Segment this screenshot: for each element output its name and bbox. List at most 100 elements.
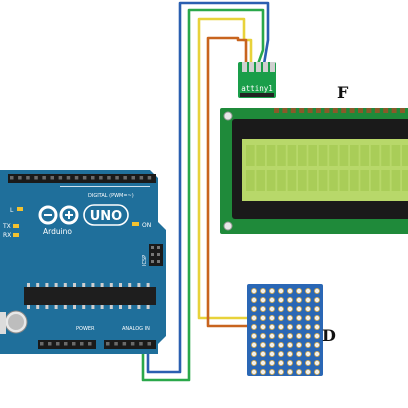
chip-pin <box>91 283 95 287</box>
lcd-char-cell <box>277 145 286 166</box>
power-pin <box>40 342 44 346</box>
chip-pin <box>63 283 67 287</box>
protoboard-hole <box>250 350 257 357</box>
wires <box>141 1 270 382</box>
lcd-char-cell <box>246 170 255 191</box>
lcd-letter: F <box>337 83 349 102</box>
power-header-label: POWER <box>76 326 95 332</box>
chip-pin <box>27 283 30 287</box>
lcd-char-cell <box>318 170 328 191</box>
protoboard-hole <box>313 287 320 294</box>
lcd-pin <box>307 108 313 113</box>
chip-pin <box>54 283 58 287</box>
atmega-chip <box>24 287 156 305</box>
analog-header <box>104 340 156 349</box>
lcd-char-cell <box>370 145 380 166</box>
protoboard-hole <box>268 305 275 312</box>
lcd-character-grid <box>246 145 408 191</box>
arduino-logo-icon <box>38 205 79 225</box>
protoboard-hole <box>286 296 293 303</box>
led-tx-label: TX <box>2 223 11 230</box>
chip-pin <box>137 305 141 309</box>
protoboard-hole <box>250 305 257 312</box>
protoboard-hole <box>295 350 302 357</box>
lcd-pin <box>290 108 296 113</box>
lcd-char-cell <box>287 145 297 166</box>
protoboard <box>247 284 323 376</box>
lcd-char-cell <box>350 145 359 166</box>
lcd-char-cell <box>360 145 369 166</box>
lcd-pin <box>282 108 288 113</box>
lcd-char-cell <box>381 170 390 191</box>
wire-orange <box>206 36 254 328</box>
lcd-pin <box>358 108 363 113</box>
lcd-char-cell <box>246 145 255 166</box>
lcd-char-cell <box>402 145 408 166</box>
protoboard-hole <box>313 341 320 348</box>
protoboard-hole <box>286 287 293 294</box>
protoboard-hole <box>286 341 293 348</box>
led-rx-label: RX <box>3 232 11 239</box>
lcd-pin <box>366 108 372 113</box>
protoboard-hole <box>295 368 302 375</box>
digital-pin <box>34 176 38 180</box>
led-l-label: L <box>10 207 14 214</box>
chip-pin <box>119 283 122 287</box>
protoboard-hole <box>277 296 284 303</box>
lcd-mount-hole <box>223 111 233 121</box>
analog-pin <box>106 342 110 346</box>
attiny-module: attiny1 <box>238 62 276 98</box>
protoboard-hole <box>259 314 266 321</box>
lcd-char-cell <box>329 170 338 191</box>
chip-pin <box>91 305 95 309</box>
protoboard-hole <box>259 323 266 330</box>
lcd-pin <box>374 108 380 113</box>
chip-pin <box>36 305 40 309</box>
protoboard-hole <box>286 368 293 375</box>
lcd-char-cell <box>298 170 307 191</box>
chip-pin <box>73 305 76 309</box>
protoboard-hole <box>250 332 257 339</box>
protoboard-hole <box>259 359 266 366</box>
chip-pin <box>146 283 150 287</box>
lcd-char-cell <box>329 145 338 166</box>
chip-pin <box>63 305 67 309</box>
digital-header-label: DIGITAL (PWM=~) <box>88 193 134 199</box>
protoboard-hole <box>295 323 302 330</box>
protoboard-hole <box>268 287 275 294</box>
protoboard-hole <box>295 305 302 312</box>
lcd-header-pins <box>274 108 405 113</box>
lcd-char-cell <box>381 145 390 166</box>
lcd-pin <box>316 108 321 113</box>
digital-pin <box>18 176 22 180</box>
lcd-char-cell <box>266 145 276 166</box>
analog-pin <box>130 342 135 346</box>
lcd-char-cell <box>308 145 317 166</box>
chip-pin <box>100 305 104 309</box>
protoboard-hole <box>286 350 293 357</box>
analog-pin <box>147 342 151 346</box>
protoboard-hole <box>286 305 293 312</box>
protoboard-hole <box>259 287 266 294</box>
chip-pin <box>36 283 40 287</box>
protoboard-hole <box>295 359 302 366</box>
protoboard-hole <box>313 332 320 339</box>
wire-yellow <box>197 17 254 320</box>
power-pin <box>48 342 52 346</box>
lcd-pin <box>274 108 279 113</box>
protoboard-hole <box>304 332 311 339</box>
protoboard-hole <box>259 341 266 348</box>
lcd-char-cell <box>360 170 369 191</box>
digital-pin <box>147 176 152 180</box>
protoboard-hole <box>295 332 302 339</box>
protoboard-hole <box>268 359 275 366</box>
protoboard-hole <box>304 296 311 303</box>
protoboard-hole <box>304 287 311 294</box>
icsp-pins <box>151 246 160 263</box>
uno-badge <box>83 204 129 226</box>
protoboard-hole <box>268 323 275 330</box>
wire-blue <box>146 1 270 374</box>
chip-pin <box>45 305 49 309</box>
protoboard-hole <box>304 323 311 330</box>
